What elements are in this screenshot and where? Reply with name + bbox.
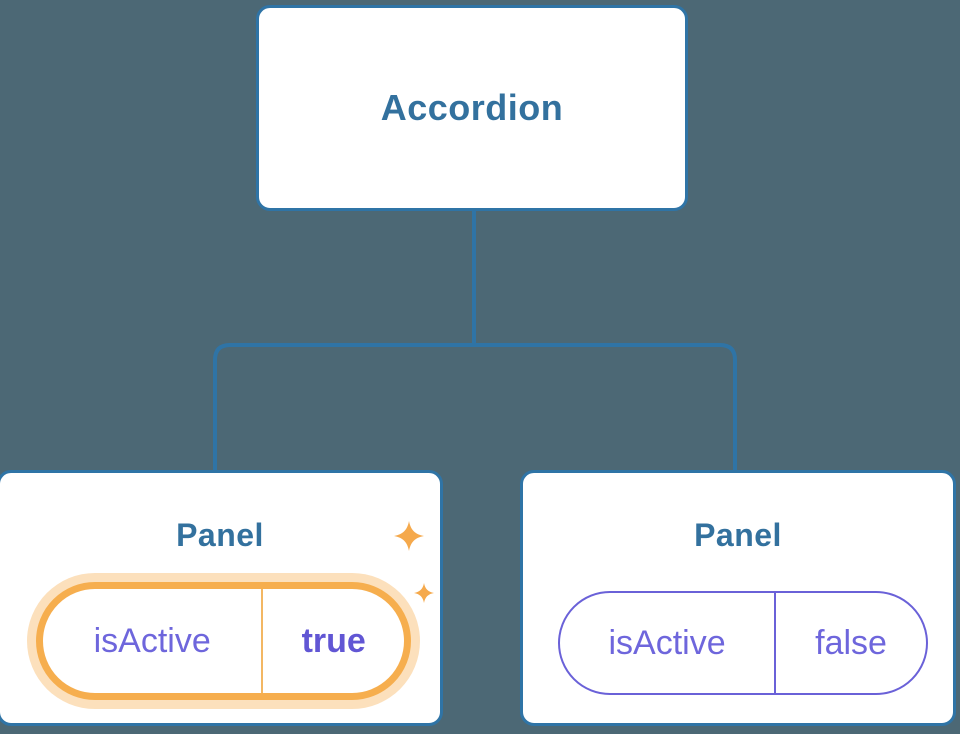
state-name: isActive: [608, 623, 726, 662]
pill-divider: [261, 589, 264, 693]
accordion-node-label: Accordion: [380, 87, 564, 128]
state-value: false: [815, 623, 887, 662]
accordion-node: Accordion: [256, 5, 688, 211]
panel-title: Panel: [176, 517, 264, 553]
panel-node-inactive: Panel isActive false: [520, 470, 956, 726]
pill-divider: [774, 593, 777, 693]
state-name: isActive: [93, 621, 211, 660]
state-value: true: [301, 621, 366, 660]
state-pill-inactive: isActive false: [558, 591, 928, 695]
sparkle-icon-small: [414, 583, 434, 603]
panel-node-active: Panel isActive true: [0, 470, 443, 726]
panel-title: Panel: [694, 517, 782, 553]
state-pill-active: isActive true: [36, 582, 411, 700]
